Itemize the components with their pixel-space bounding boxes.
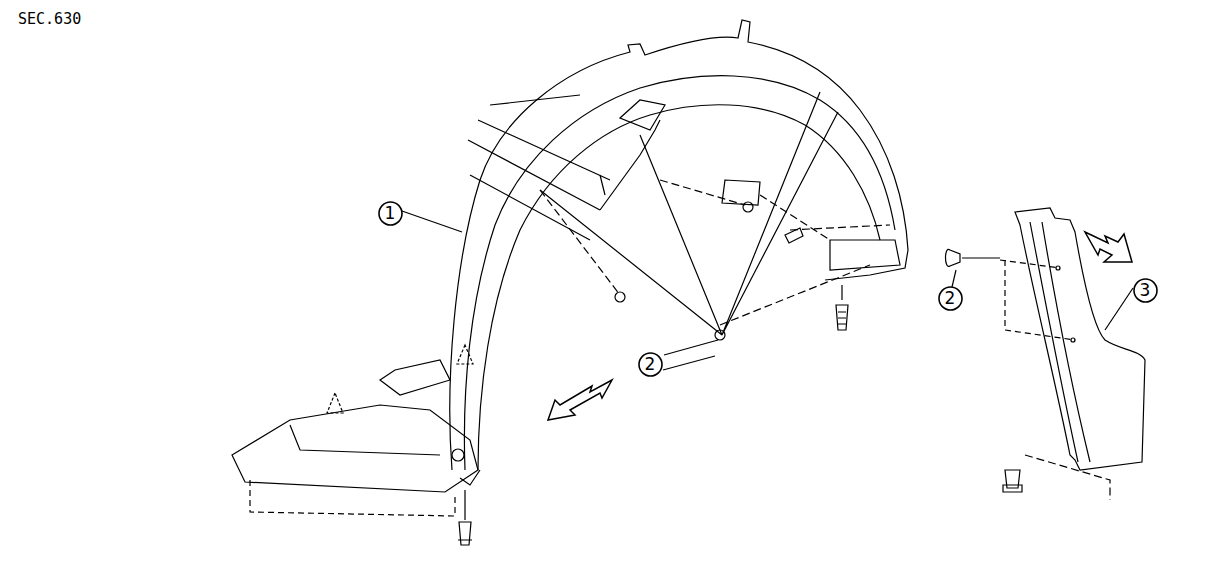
callout-ring <box>1134 279 1157 302</box>
callout-circle: 3 <box>1133 278 1158 303</box>
liner-tab <box>830 240 900 270</box>
leader-line <box>540 92 838 355</box>
callout-circle: 2 <box>638 352 663 377</box>
under-flap-ribs <box>290 360 450 455</box>
callout-number: 2 <box>945 290 956 307</box>
part-three-edge <box>1030 222 1090 462</box>
leader-line <box>1105 288 1133 330</box>
front-arrow <box>548 380 612 420</box>
leader-line <box>660 180 890 240</box>
locator-mark <box>327 345 473 413</box>
liner-rib <box>464 76 895 470</box>
front-arrow <box>1085 232 1132 262</box>
leader-line <box>540 190 870 325</box>
clip <box>715 330 725 340</box>
clip <box>946 249 1001 266</box>
callout-circle: 1 <box>378 201 403 226</box>
callout-number: 3 <box>1140 282 1151 299</box>
bolt <box>1003 470 1022 492</box>
liner-outline <box>450 20 908 470</box>
clip <box>743 202 753 212</box>
under-flap <box>232 405 478 492</box>
liner-ribs <box>468 95 610 240</box>
leader-line <box>1025 455 1110 500</box>
hole <box>1071 338 1075 342</box>
leader-line <box>402 211 462 232</box>
part-three-outline <box>1015 208 1145 470</box>
under-flap-box <box>250 480 455 516</box>
callout-ring <box>939 287 962 310</box>
clip <box>615 292 625 302</box>
leader-line <box>952 270 956 287</box>
leader-line <box>663 356 715 370</box>
liner-bracket <box>600 120 660 210</box>
liner-inner-edge <box>478 105 880 470</box>
section-label: SEC.630 <box>18 10 81 28</box>
callout-number: 2 <box>645 356 656 373</box>
callout-number: 1 <box>385 205 396 222</box>
screw <box>785 228 803 243</box>
callout-circle: 2 <box>938 286 963 311</box>
screw <box>836 285 848 330</box>
screw <box>458 490 472 545</box>
callout-ring <box>639 353 662 376</box>
liner-bottom <box>460 470 480 485</box>
hole <box>1056 266 1060 270</box>
callout-ring <box>379 202 402 225</box>
leader-line <box>1000 260 1075 340</box>
hole <box>452 449 464 461</box>
